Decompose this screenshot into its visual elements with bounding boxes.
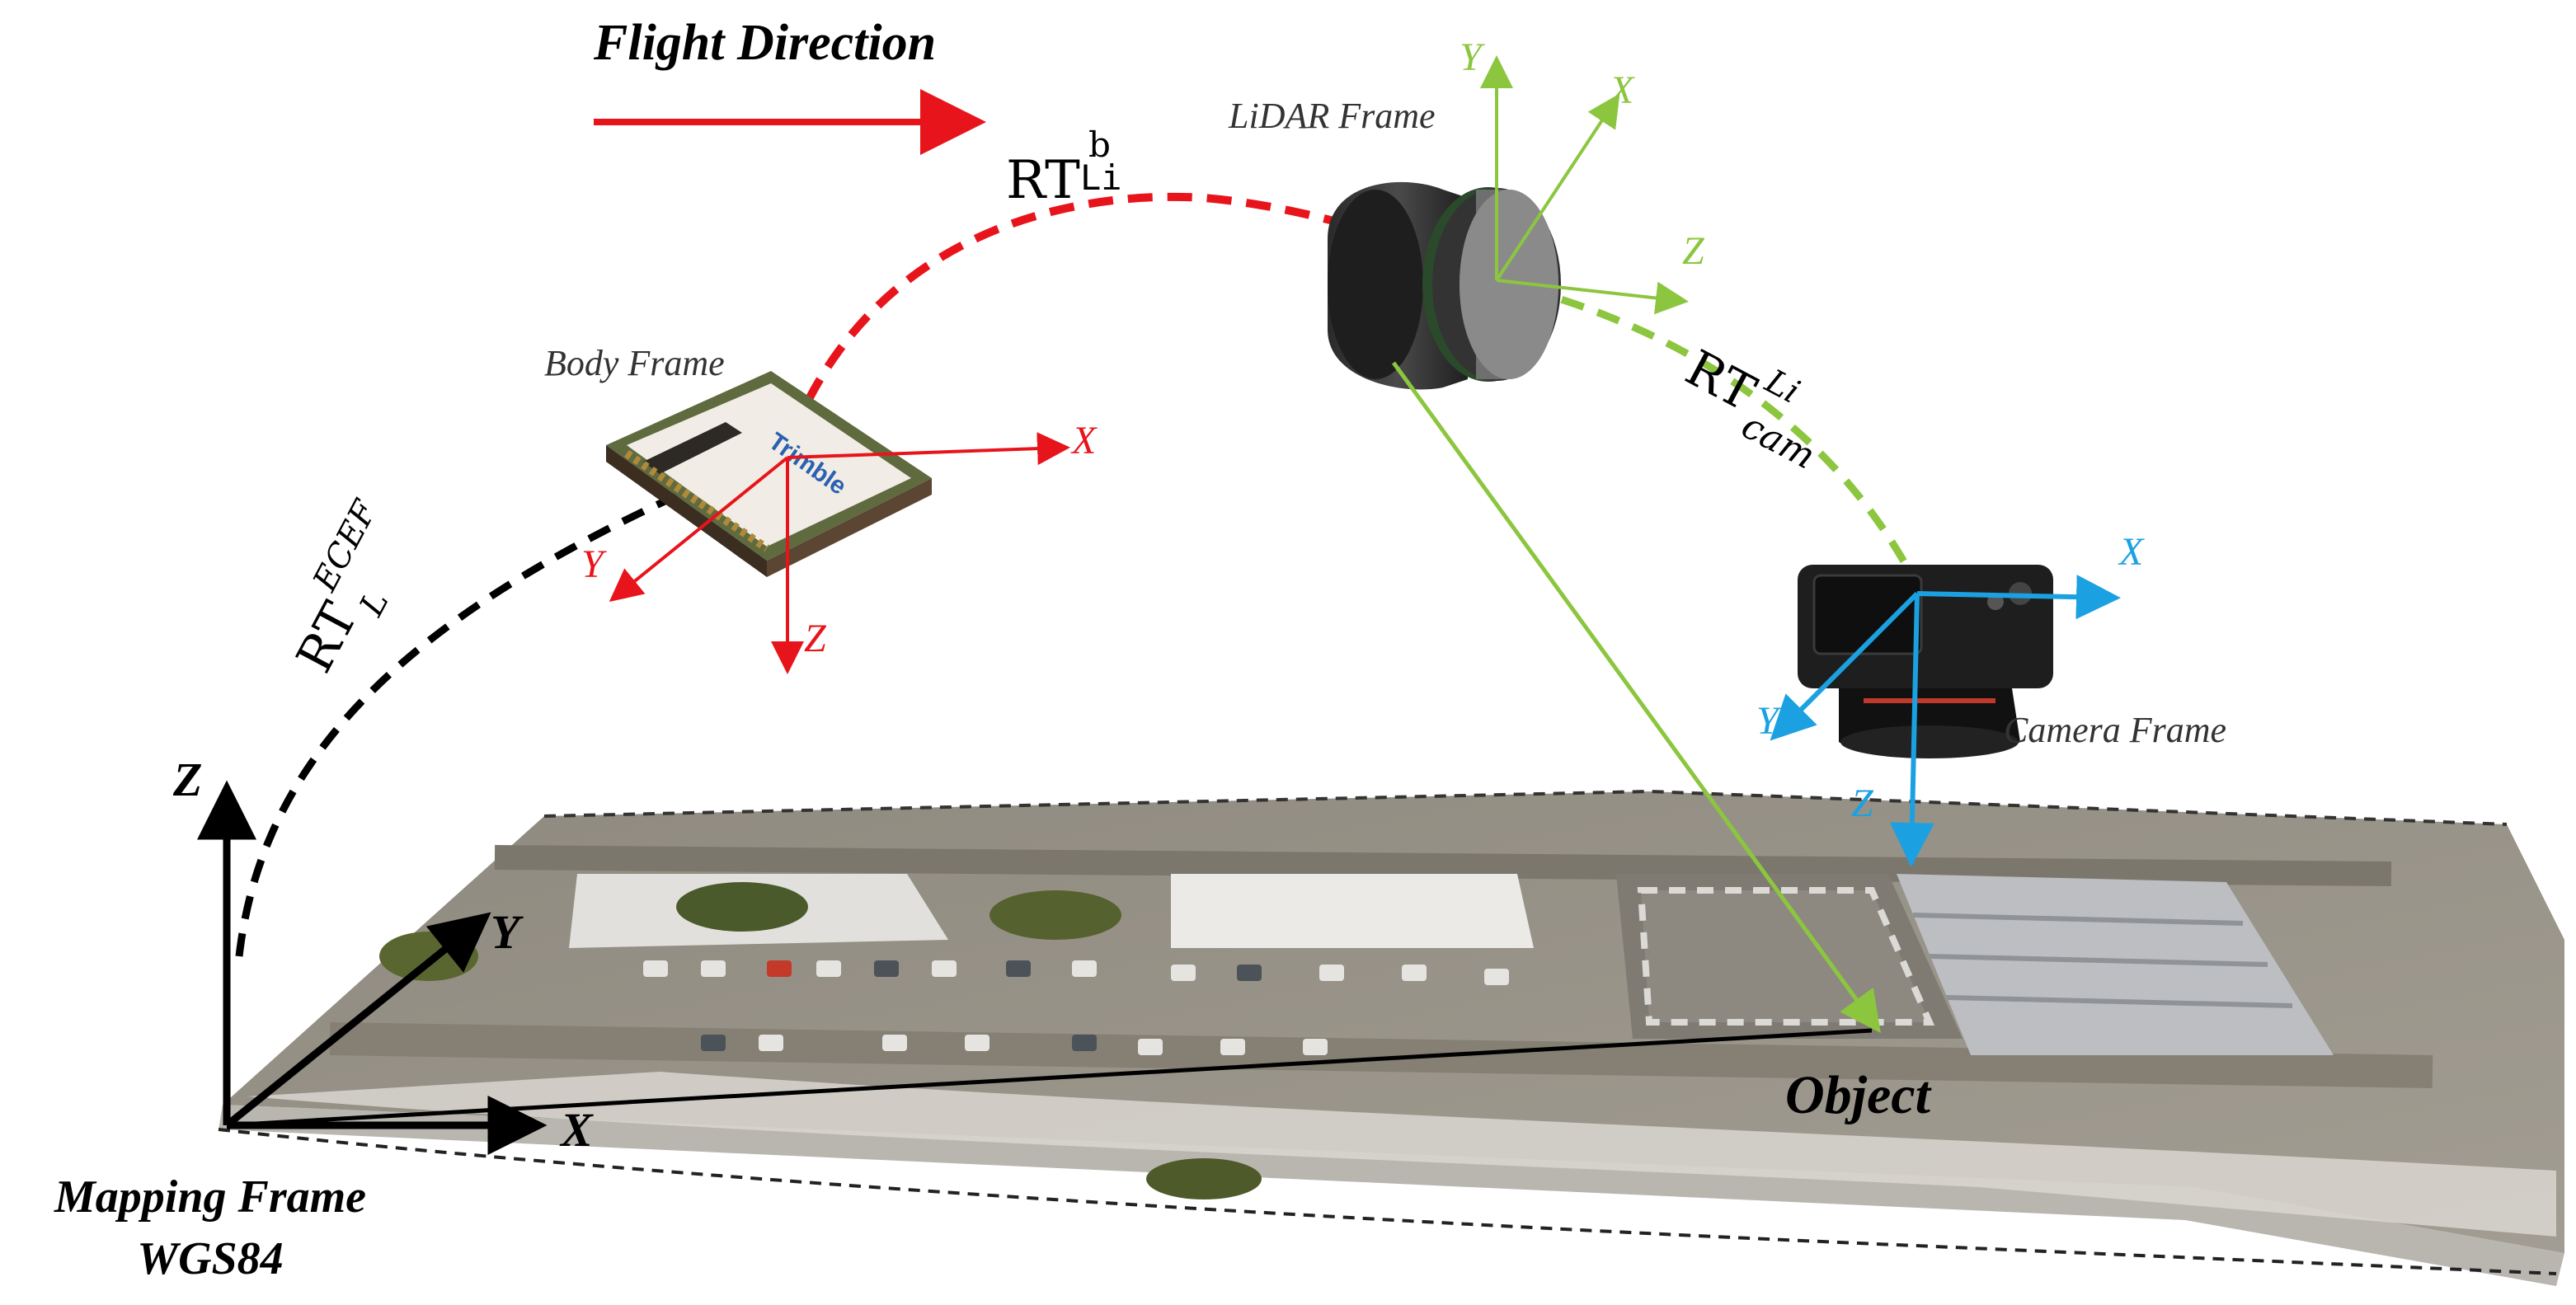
ground-side-face <box>219 1105 2564 1286</box>
mapping-y-axis <box>224 912 491 1129</box>
camera-y-axis <box>1770 591 1920 741</box>
lidar-sensor-icon <box>1328 181 1561 390</box>
lidar-to-object-ray <box>1391 361 1881 1034</box>
point-cloud-ground <box>218 789 2564 1286</box>
mapping-z-label: Z <box>172 753 202 806</box>
label-rt-li-b: RT b Li <box>1006 124 1122 211</box>
camera-y-label: Y <box>1756 699 1782 743</box>
mapping-frame-label-line2: WGS84 <box>137 1233 283 1284</box>
rt-li-b-base: RT <box>1006 150 1080 211</box>
body-x-axis <box>787 432 1070 466</box>
ground-bottom-edge <box>218 1128 2557 1275</box>
label-rt-cam-li: RT Li cam <box>1676 339 1822 477</box>
tree-2 <box>990 890 1121 940</box>
lidar-y-label: Y <box>1460 35 1485 79</box>
rt-li-b-sup: b <box>1088 124 1111 165</box>
camera-icon <box>1798 565 2053 758</box>
body-x-label: X <box>1070 419 1098 462</box>
parked-cars <box>643 960 1509 1055</box>
body-y-axis <box>609 456 789 603</box>
rt-l-ecef-sup: ECEF <box>306 494 385 599</box>
flight-direction: Flight Direction <box>593 15 986 155</box>
mapping-x-label: X <box>559 1103 594 1157</box>
camera-z-axis <box>1889 593 1934 867</box>
lidar-frame: LiDAR Frame Y X Z <box>1228 35 1881 1034</box>
camera-x-axis <box>1916 575 2121 620</box>
body-frame-label: Body Frame <box>544 343 725 383</box>
body-z-label: Z <box>804 617 827 660</box>
mapping-frame-label-line1: Mapping Frame <box>54 1171 366 1223</box>
tree-3 <box>1146 1158 1262 1199</box>
lidar-z-axis <box>1496 279 1689 315</box>
mapping-to-object-vector <box>226 1028 1873 1128</box>
mapping-frame: Z Y X Mapping Frame WGS84 <box>54 753 1873 1284</box>
ground-road-1 <box>494 845 2392 886</box>
arc-rt-cam-li <box>1524 284 1925 596</box>
body-frame: Trimble Body Frame X Y Z <box>544 343 1098 674</box>
camera-z-label: Z <box>1851 782 1874 825</box>
ground-snow-band <box>247 1072 2556 1237</box>
tree-1 <box>676 882 808 932</box>
arc-rt-l-ecef <box>235 449 777 957</box>
camera-frame-label: Camera Frame <box>2004 710 2226 750</box>
camera-x-label: X <box>2118 530 2145 574</box>
lidar-x-label: X <box>1608 68 1635 112</box>
roof-middle <box>1171 874 1534 948</box>
body-y-label: Y <box>581 542 607 586</box>
lidar-z-label: Z <box>1682 229 1705 273</box>
mapping-y-label: Y <box>491 905 524 959</box>
greenhouse-lines <box>1912 913 2293 1008</box>
ground-road-2 <box>329 1022 2433 1088</box>
object-label: Object <box>1785 1065 1932 1125</box>
camera-frame: Camera Frame X Y Z <box>1756 530 2226 867</box>
lidar-x-axis <box>1495 93 1620 282</box>
flight-direction-label: Flight Direction <box>593 15 936 71</box>
lidar-frame-label: LiDAR Frame <box>1228 96 1436 136</box>
rt-li-b-sub: Li <box>1080 157 1122 198</box>
gnss-imu-board-icon: Trimble <box>606 371 932 577</box>
